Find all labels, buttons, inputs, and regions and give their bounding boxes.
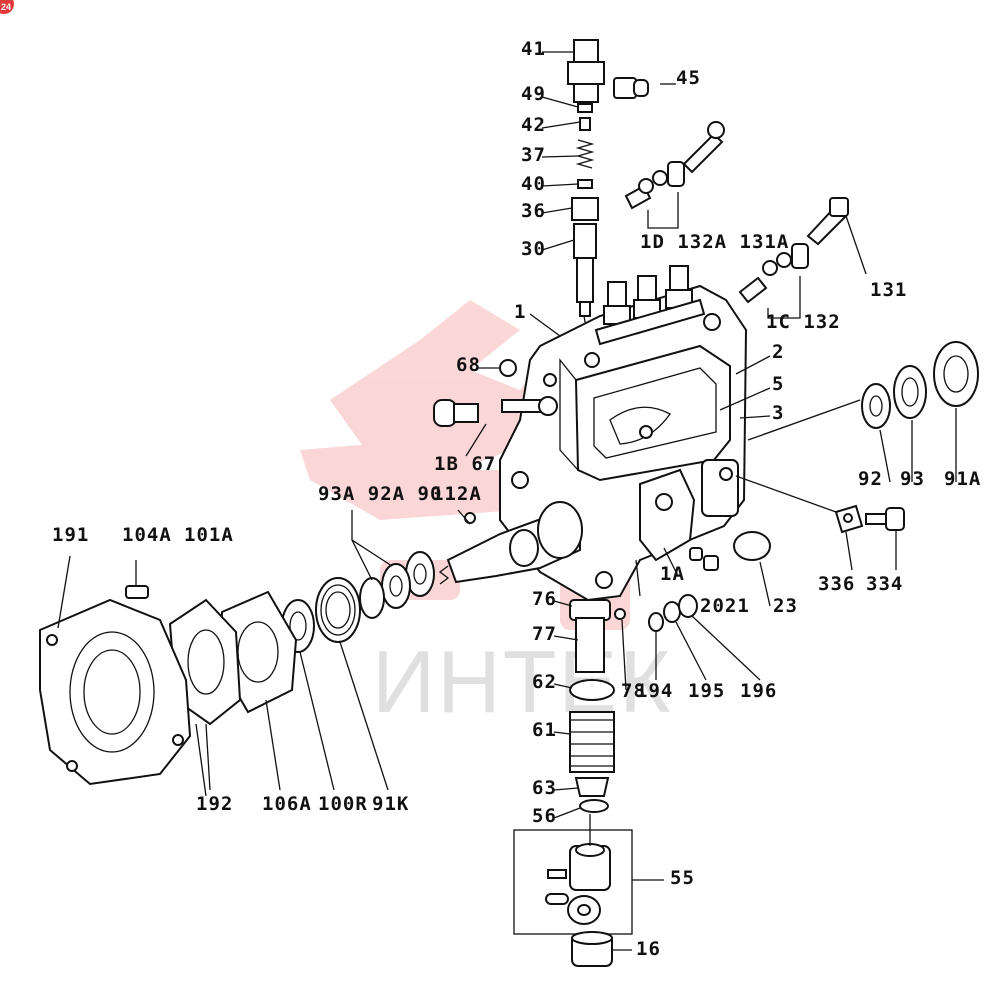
callout-1a: 1A (660, 563, 685, 585)
callout-93a-92a-90: 93A 92A 90 (318, 483, 442, 505)
tappet-stack (569, 599, 626, 813)
bearing-91K (315, 577, 361, 643)
callout-336: 336 (818, 573, 855, 595)
left-fittings (433, 359, 558, 457)
washers-194-196 (648, 594, 698, 632)
callout-42: 42 (521, 114, 546, 136)
camshaft (438, 501, 583, 585)
callout-93: 93 (900, 468, 925, 490)
callout-41: 41 (521, 38, 546, 60)
callout-91k: 91K (372, 793, 409, 815)
callout-40: 40 (521, 173, 546, 195)
banjo-fitting-right (738, 197, 867, 319)
part-45 (613, 77, 649, 99)
leader-lines (205, 51, 957, 951)
camshaft-washers (351, 510, 435, 619)
callout-92: 92 (858, 468, 883, 490)
callout-2: 2 (772, 341, 784, 363)
callout-1b-67: 1B 67 (434, 453, 496, 475)
callout-101a: 101A (184, 524, 234, 546)
callout-16: 16 (636, 938, 661, 960)
callout-78: 78 (621, 680, 646, 702)
callout-194: 194 (636, 680, 673, 702)
callout-196: 196 (740, 680, 777, 702)
callout-112a: 112A (432, 483, 482, 505)
callout-191: 191 (52, 524, 89, 546)
callout-195: 195 (688, 680, 725, 702)
delivery-valve-stack (567, 39, 605, 351)
callout-62: 62 (532, 671, 557, 693)
callout-131: 131 (870, 279, 907, 301)
cap-16 (571, 931, 613, 967)
bolt-104A (125, 560, 149, 599)
callout-3: 3 (772, 402, 784, 424)
callout-104a: 104A (122, 524, 172, 546)
governor-housing-191 (39, 555, 192, 786)
callout-68: 68 (456, 354, 481, 376)
callout-192: 192 (196, 793, 233, 815)
callout-106a: 106A (262, 793, 312, 815)
corner-badge-text: 24 (1, 2, 11, 12)
callout-49: 49 (521, 83, 546, 105)
bracket-336-bolt-334 (735, 475, 905, 534)
oring-23 (733, 531, 771, 561)
callout-77: 77 (532, 623, 557, 645)
roller-tappet-55 (513, 814, 633, 935)
callout-36: 36 (521, 200, 546, 222)
callout-1c-132: 1C 132 (766, 311, 841, 333)
screws-20-21 (689, 547, 719, 571)
watermark-text: ИНТЕК (372, 632, 673, 731)
banjo-fitting-upper (624, 121, 725, 229)
callout-61: 61 (532, 719, 557, 741)
rear-bearing-group (747, 341, 979, 441)
callout-100r: 100R (318, 793, 368, 815)
callout-45: 45 (676, 67, 701, 89)
callout-labels: 41 45 49 42 37 40 36 30 1D 132A 131A 131 1C 132 1 68… (52, 38, 981, 960)
callout-91a: 91A (944, 468, 981, 490)
callout-2021: 2021 (700, 595, 750, 617)
callout-55: 55 (670, 867, 695, 889)
callout-1d-132a-131a: 1D 132A 131A (640, 231, 789, 253)
corner-badge: 24 (0, 0, 14, 14)
callout-23: 23 (773, 595, 798, 617)
callout-1: 1 (514, 301, 526, 323)
callout-5: 5 (772, 373, 784, 395)
callout-30: 30 (521, 238, 546, 260)
outlet-valve-holders (594, 265, 706, 346)
callout-76: 76 (532, 588, 557, 610)
callout-56: 56 (532, 805, 557, 827)
callout-334: 334 (866, 573, 903, 595)
callout-63: 63 (532, 777, 557, 799)
callout-37: 37 (521, 144, 546, 166)
